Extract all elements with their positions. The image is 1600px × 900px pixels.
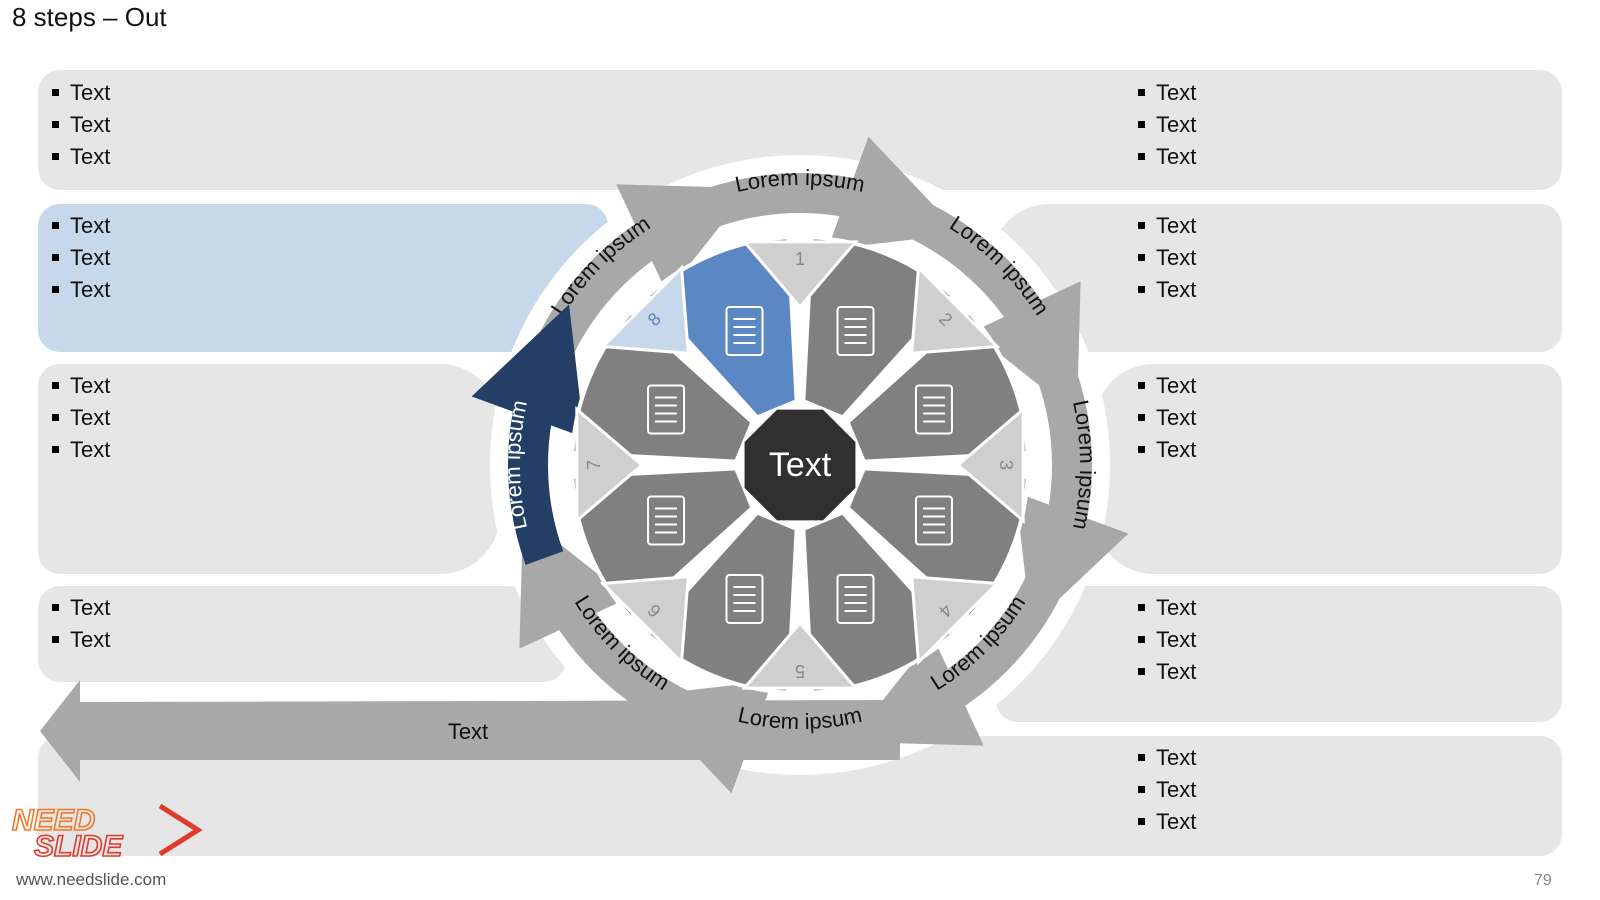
step-segment-3 (845, 466, 1030, 620)
list-item: Text (1134, 141, 1196, 173)
newspaper-icon (914, 384, 953, 435)
list-item: Text (48, 624, 110, 656)
step-number-3: 3 (996, 460, 1016, 470)
svg-text:NEED: NEED (12, 804, 95, 837)
step-notch-1 (741, 240, 859, 310)
list-item: Text (48, 434, 110, 466)
list-item: Text (1134, 624, 1196, 656)
step-number-5: 5 (795, 661, 805, 681)
list-item: Text (1134, 274, 1196, 306)
right-panel-3 (1094, 364, 1562, 574)
list-item: Text (1134, 370, 1196, 402)
step-arrow-6 (639, 680, 900, 794)
step-segment-6 (570, 466, 755, 620)
slide-title: 8 steps – Out (12, 2, 167, 32)
checklist-icon (725, 573, 764, 624)
list-item: Text (48, 402, 110, 434)
step-number-1: 1 (795, 249, 805, 269)
list-item: Text (48, 77, 110, 109)
right-list-1: Text Text Text (1134, 77, 1196, 173)
right-list-5: Text Text Text (1134, 742, 1196, 838)
step-segment-4 (801, 510, 955, 695)
list-item: Text (48, 109, 110, 141)
needslide-logo: NEED SLIDE (11, 803, 203, 860)
right-list-2: Text Text Text (1134, 210, 1196, 306)
left-list-3: Text Text Text (48, 370, 110, 466)
list-item: Text (1134, 592, 1196, 624)
left-list-4: Text Text (48, 592, 110, 656)
step-segment-8 (645, 235, 799, 420)
brand-url: www.needslide.com (16, 870, 167, 889)
list-item: Text (1134, 109, 1196, 141)
list-item: Text (48, 274, 110, 306)
checklist-upload-icon (647, 384, 686, 435)
step-segment-7 (570, 310, 755, 464)
step-arrow-4 (1015, 365, 1129, 626)
svg-text:SLIDE: SLIDE (34, 830, 123, 860)
right-panel-2 (990, 204, 1562, 352)
list-item: Text (1134, 402, 1196, 434)
step-arrow-5 (849, 571, 1065, 746)
list-item: Text (1134, 77, 1196, 109)
right-list-4: Text Text Text (1134, 592, 1196, 688)
lightbulb-icon (836, 306, 875, 357)
step-segment-2 (845, 310, 1030, 464)
step-arrow-8 (471, 304, 585, 565)
page-number: 79 (1534, 872, 1552, 889)
list-item: Text (1134, 210, 1196, 242)
step-number-7: 7 (584, 460, 604, 470)
left-list-1: Text Text Text (48, 77, 110, 173)
list-item: Text (1134, 434, 1196, 466)
checklist-download-icon (914, 495, 953, 546)
left-list-2: Text Text Text (48, 210, 110, 306)
list-item: Text (1134, 656, 1196, 688)
step-notch-6 (599, 575, 690, 666)
right-list-3: Text Text Text (1134, 370, 1196, 466)
center-octagon (744, 409, 856, 521)
step-notch-3 (955, 406, 1025, 524)
step-arrow-2 (700, 136, 961, 250)
documents-download-icon (725, 306, 764, 357)
out-arrow-label: Text (448, 719, 488, 744)
list-item: Text (48, 210, 110, 242)
left-panel-3 (38, 364, 500, 574)
step-arrow-3 (906, 200, 1081, 416)
list-item: Text (1134, 774, 1196, 806)
list-item: Text (48, 592, 110, 624)
left-panel-4 (38, 586, 566, 682)
step-arrow-7 (519, 514, 694, 730)
center-label: Text (769, 446, 832, 484)
step-notch-8 (599, 264, 690, 355)
list-item: Text (1134, 242, 1196, 274)
calculator-icon (836, 573, 875, 624)
step-notch-7 (575, 406, 645, 524)
step-icons (647, 306, 953, 624)
list-item: Text (1134, 806, 1196, 838)
list-item: Text (48, 370, 110, 402)
list-item: Text (48, 141, 110, 173)
step-segments (570, 235, 1030, 695)
step-segment-5 (645, 510, 799, 695)
signed-contract-icon (647, 495, 686, 546)
list-item: Text (48, 242, 110, 274)
step-segment-1 (801, 235, 955, 420)
step-notch-4 (910, 575, 1001, 666)
step-notch-5 (741, 620, 859, 690)
step-notch-2 (910, 264, 1001, 355)
list-item: Text (1134, 742, 1196, 774)
